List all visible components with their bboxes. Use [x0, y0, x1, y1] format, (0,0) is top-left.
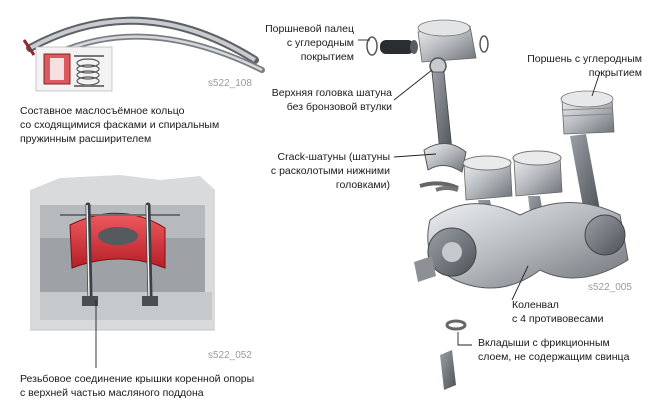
oil-ring-cross-section — [35, 46, 113, 92]
code-block: s522_052 — [208, 350, 252, 361]
connecting-rod-illustration — [419, 57, 467, 190]
engine-block-illustration — [30, 175, 215, 331]
label-bearings: Вкладыши с фрикционным слоем, не содержа… — [478, 337, 630, 363]
code-ring: s522_108 — [208, 78, 252, 89]
label-piston: Поршень с углеродным покрытием — [527, 53, 642, 79]
label-crankshaft: Коленвал с 4 противовесами — [512, 299, 604, 325]
leader-bearings — [457, 332, 472, 346]
leader-piston — [591, 71, 601, 97]
leader-crack-rods — [393, 153, 437, 158]
label-oil-ring: Составное маслосъёмное кольцо со сходящи… — [20, 105, 220, 145]
label-crack-rods: Crack-шатуны (шатуны с расколотыми нижни… — [270, 151, 390, 191]
label-piston-pin: Поршневой палец с углеродным покрытием — [265, 23, 354, 63]
crankshaft-assembly-illustration — [414, 134, 629, 390]
leader-lines — [95, 39, 601, 368]
leader-rod-small-end — [393, 69, 433, 101]
leader-crankshaft — [511, 265, 529, 301]
label-bolted-joint: Резьбовое соединение крышки коренной опо… — [20, 373, 255, 399]
piston-illustration — [560, 90, 615, 135]
label-rod-small-end: Верхняя головка шатуна без бронзовой вту… — [271, 87, 392, 113]
code-crankshaft: s522_005 — [588, 282, 632, 293]
piston-pin-illustration — [366, 19, 489, 63]
